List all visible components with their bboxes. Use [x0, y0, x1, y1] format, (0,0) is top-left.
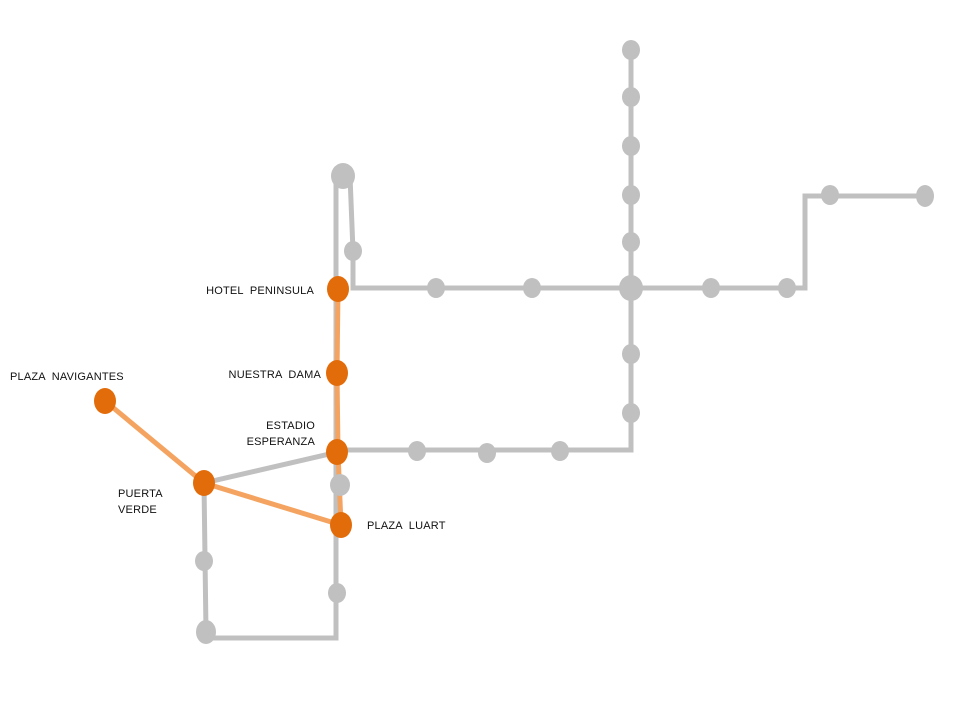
station-node — [619, 275, 643, 301]
station-node — [702, 278, 720, 298]
station-node — [478, 443, 496, 463]
label-estadio-esperanza-1: ESTADIO — [266, 420, 315, 432]
station-node — [195, 551, 213, 571]
label-nuestra-dama: NUESTRA DAMA — [228, 369, 321, 381]
station-node — [551, 441, 569, 461]
gray-stations — [195, 40, 934, 644]
station-node — [622, 185, 640, 205]
station-node — [622, 232, 640, 252]
station-node — [622, 87, 640, 107]
station-node — [622, 403, 640, 423]
label-puerta-verde-2: VERDE — [118, 504, 157, 516]
station-node — [821, 185, 839, 205]
label-estadio-esperanza-2: ESPERANZA — [246, 436, 315, 448]
station-plaza-navigantes — [94, 388, 116, 414]
station-hotel-peninsula — [327, 276, 349, 302]
label-hotel-peninsula: HOTEL PENINSULA — [206, 285, 314, 297]
station-node — [622, 40, 640, 60]
station-node — [344, 241, 362, 261]
station-node — [523, 278, 541, 298]
station-node — [408, 441, 426, 461]
station-node — [331, 163, 355, 189]
station-node — [196, 620, 216, 644]
station-node — [916, 185, 934, 207]
station-node — [622, 344, 640, 364]
station-plaza-luart — [330, 512, 352, 538]
station-node — [330, 474, 350, 496]
orange-stations — [94, 276, 352, 538]
station-node — [328, 583, 346, 603]
line-west-loop — [201, 173, 346, 641]
station-node — [622, 136, 640, 156]
station-node — [427, 278, 445, 298]
label-plaza-luart: PLAZA LUART — [367, 520, 446, 532]
label-plaza-navigantes: PLAZA NAVIGANTES — [10, 371, 124, 383]
station-nuestra-dama — [326, 360, 348, 386]
line-vertical-east — [335, 47, 634, 453]
station-node — [778, 278, 796, 298]
label-puerta-verde-1: PUERTA — [118, 488, 163, 500]
gray-lines — [201, 47, 928, 641]
station-estadio-esperanza — [326, 439, 348, 465]
station-puerta-verde — [193, 470, 215, 496]
